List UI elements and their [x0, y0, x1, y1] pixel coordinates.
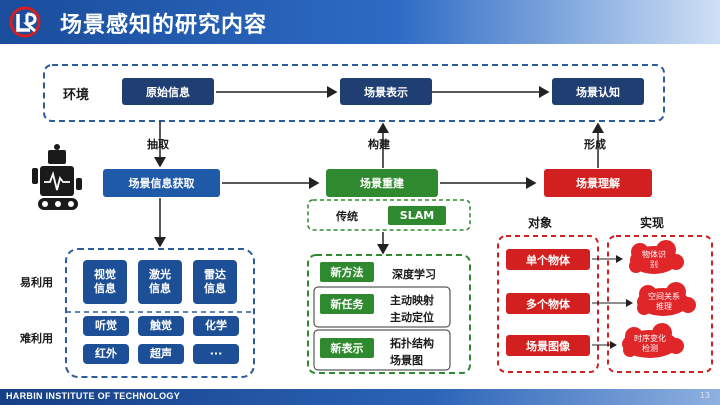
robot-icon: [32, 144, 82, 210]
form-label: 形成: [584, 138, 606, 151]
scene-representation-box: 场景表示: [340, 78, 432, 105]
footer-bar: HARBIN INSTITUTE OF TECHNOLOGY 13: [0, 389, 720, 405]
cloud-icon: [622, 323, 684, 358]
environment-label: 环境: [63, 88, 90, 103]
touch-tile: 触觉: [138, 316, 184, 336]
cloud-icon: [637, 282, 696, 316]
scene-acquisition-box: 场景信息获取: [103, 169, 220, 197]
infrared-tile: 红外: [83, 344, 129, 364]
new-task-tag: 新任务: [320, 294, 374, 314]
scene-image-box: 场景图像: [506, 335, 590, 356]
hard-use-label: 难利用: [20, 332, 53, 345]
object-recognition-text: 物体识别: [642, 250, 666, 269]
build-label: 构建: [368, 138, 390, 151]
laser-info-tile: 激光信息: [138, 260, 182, 304]
raw-info-box: 原始信息: [122, 78, 214, 105]
university-logo-icon: [9, 6, 41, 38]
cloud-icon: [629, 240, 684, 274]
topology-label: 拓扑结构: [390, 337, 434, 350]
page-title: 场景感知的研究内容: [60, 13, 268, 38]
hearing-tile: 听觉: [83, 316, 129, 336]
radar-info-tile: 雷达信息: [193, 260, 237, 304]
easy-use-label: 易利用: [20, 276, 53, 289]
active-localization-label: 主动定位: [390, 311, 434, 324]
implementation-header: 实现: [640, 216, 665, 230]
scene-graph-label: 场景图: [390, 354, 423, 367]
deep-learning-label: 深度学习: [392, 268, 436, 281]
page-number: 13: [699, 391, 710, 400]
object-header: 对象: [528, 216, 553, 230]
scene-cognition-box: 场景认知: [552, 78, 644, 105]
ultrasound-tile: 超声: [138, 344, 184, 364]
temporal-change-text: 时序变化检测: [634, 334, 666, 353]
single-object-box: 单个物体: [506, 249, 590, 270]
slam-tag: SLAM: [388, 206, 446, 225]
active-mapping-label: 主动映射: [390, 294, 434, 307]
extract-label: 抽取: [147, 138, 169, 151]
institution-name: HARBIN INSTITUTE OF TECHNOLOGY: [6, 391, 180, 401]
new-representation-tag: 新表示: [320, 338, 374, 358]
multiple-objects-box: 多个物体: [506, 293, 590, 314]
scene-understanding-box: 场景理解: [544, 169, 652, 197]
new-method-tag: 新方法: [320, 262, 374, 282]
spatial-reasoning-text: 空间关系推理: [648, 292, 680, 311]
traditional-label: 传统: [336, 210, 358, 223]
header-bar: 场景感知的研究内容: [0, 0, 720, 44]
scene-reconstruction-box: 场景重建: [326, 169, 438, 197]
ellipsis-tile: ···: [193, 344, 239, 364]
chemical-tile: 化学: [193, 316, 239, 336]
vision-info-tile: 视觉信息: [83, 260, 127, 304]
